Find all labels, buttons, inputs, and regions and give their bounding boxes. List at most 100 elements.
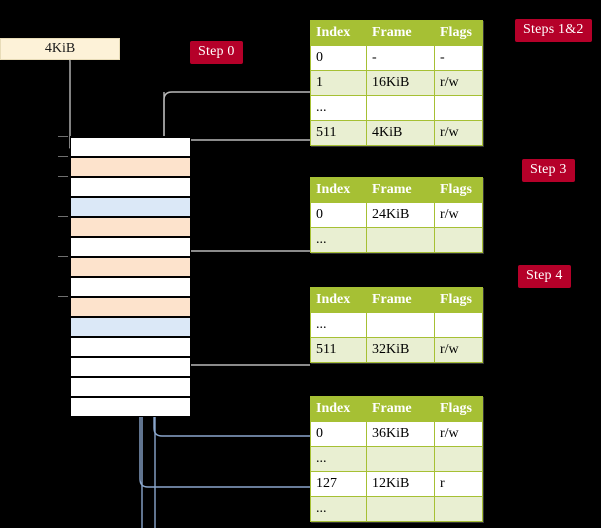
cell-flags: - bbox=[434, 45, 483, 71]
memory-row bbox=[71, 357, 190, 377]
table-row: ... bbox=[310, 312, 483, 338]
source-box-label: 4KiB bbox=[44, 41, 76, 56]
cell-frame bbox=[366, 227, 435, 253]
column-header-frame: Frame bbox=[366, 177, 435, 203]
column-header-frame: Frame bbox=[366, 20, 435, 46]
memory-row bbox=[71, 397, 190, 417]
memory-tick bbox=[58, 176, 68, 177]
cell-flags: r/w bbox=[434, 202, 483, 228]
cell-frame: 24KiB bbox=[366, 202, 435, 228]
memory-row bbox=[71, 237, 190, 257]
table-row: 0 36KiB r/w bbox=[310, 421, 483, 447]
memory-row bbox=[71, 277, 190, 297]
connector-4kib-to-memory bbox=[61, 53, 77, 152]
page-table-pdpt: Index Frame Flags 0 24KiB r/w ... bbox=[310, 177, 483, 253]
memory-tick bbox=[58, 216, 68, 217]
cell-index: ... bbox=[310, 496, 367, 522]
badge-step-3-label: Step 3 bbox=[530, 162, 567, 177]
table-header-row: Index Frame Flags bbox=[310, 177, 483, 203]
cell-flags bbox=[434, 312, 483, 338]
cell-frame bbox=[366, 95, 435, 121]
cell-frame: 4KiB bbox=[366, 120, 435, 146]
cell-frame: 32KiB bbox=[366, 337, 435, 363]
memory-row bbox=[71, 317, 190, 337]
badge-step-4: Step 4 bbox=[518, 265, 571, 288]
memory-tick bbox=[58, 256, 68, 257]
cell-index: ... bbox=[310, 446, 367, 472]
memory-row bbox=[71, 257, 190, 277]
table-header-row: Index Frame Flags bbox=[310, 396, 483, 422]
column-header-index: Index bbox=[310, 20, 367, 46]
cell-index: 1 bbox=[310, 70, 367, 96]
cell-flags bbox=[434, 446, 483, 472]
memory-tick bbox=[58, 156, 68, 157]
cell-frame: - bbox=[366, 45, 435, 71]
cell-frame bbox=[366, 496, 435, 522]
badge-step-0: Step 0 bbox=[190, 41, 243, 64]
memory-row bbox=[71, 177, 190, 197]
column-header-flags: Flags bbox=[434, 177, 483, 203]
cell-frame: 12KiB bbox=[366, 471, 435, 497]
memory-row bbox=[71, 197, 190, 217]
memory-row bbox=[71, 337, 190, 357]
cell-flags: r/w bbox=[434, 421, 483, 447]
table-row: ... bbox=[310, 446, 483, 472]
table-row: 0 - - bbox=[310, 45, 483, 71]
memory-row bbox=[71, 297, 190, 317]
cell-frame bbox=[366, 446, 435, 472]
cell-index: 511 bbox=[310, 337, 367, 363]
column-header-index: Index bbox=[310, 396, 367, 422]
memory-tick bbox=[58, 136, 68, 137]
memory-row bbox=[71, 137, 190, 157]
column-header-frame: Frame bbox=[366, 396, 435, 422]
cell-index: 0 bbox=[310, 202, 367, 228]
column-header-flags: Flags bbox=[434, 20, 483, 46]
column-header-index: Index bbox=[310, 177, 367, 203]
cell-frame bbox=[366, 312, 435, 338]
badge-step-4-label: Step 4 bbox=[526, 268, 563, 283]
source-box-4kib: 4KiB bbox=[0, 38, 120, 60]
memory-tick bbox=[58, 296, 68, 297]
cell-index: 511 bbox=[310, 120, 367, 146]
table-row: ... bbox=[310, 95, 483, 121]
cell-index: 0 bbox=[310, 421, 367, 447]
cell-index: 127 bbox=[310, 471, 367, 497]
badge-steps-1-2: Steps 1&2 bbox=[515, 19, 592, 42]
table-row: ... bbox=[310, 496, 483, 522]
cell-index: ... bbox=[310, 312, 367, 338]
memory-row bbox=[71, 217, 190, 237]
badge-step-0-label: Step 0 bbox=[198, 44, 235, 59]
badge-steps-1-2-label: Steps 1&2 bbox=[523, 22, 584, 37]
memory-row bbox=[71, 377, 190, 397]
cell-flags: r/w bbox=[434, 70, 483, 96]
table-row: 511 32KiB r/w bbox=[310, 337, 483, 363]
cell-flags: r bbox=[434, 471, 483, 497]
cell-flags: r/w bbox=[434, 337, 483, 363]
page-table-pml4: Index Frame Flags 0 - - 1 16KiB r/w ... bbox=[310, 20, 483, 146]
badge-step-3: Step 3 bbox=[522, 159, 575, 182]
table-row: ... bbox=[310, 227, 483, 253]
table-row: 1 16KiB r/w bbox=[310, 70, 483, 96]
memory-row bbox=[71, 157, 190, 177]
cell-frame: 36KiB bbox=[366, 421, 435, 447]
column-header-flags: Flags bbox=[434, 396, 483, 422]
cell-flags bbox=[434, 227, 483, 253]
page-table-pd: Index Frame Flags ... 511 32KiB r/w bbox=[310, 287, 483, 363]
table-row: 0 24KiB r/w bbox=[310, 202, 483, 228]
table-row-highlighted: 511 4KiB r/w bbox=[310, 120, 483, 146]
column-header-flags: Flags bbox=[434, 287, 483, 313]
table-header-row: Index Frame Flags bbox=[310, 287, 483, 313]
cell-frame: 16KiB bbox=[366, 70, 435, 96]
column-header-index: Index bbox=[310, 287, 367, 313]
cell-index: ... bbox=[310, 95, 367, 121]
cell-index: 0 bbox=[310, 45, 367, 71]
page-table-pt: Index Frame Flags 0 36KiB r/w ... 127 12… bbox=[310, 396, 483, 522]
cell-flags bbox=[434, 496, 483, 522]
cell-flags bbox=[434, 95, 483, 121]
memory-column bbox=[70, 136, 191, 417]
column-header-frame: Frame bbox=[366, 287, 435, 313]
cell-flags: r/w bbox=[434, 120, 483, 146]
table-header-row: Index Frame Flags bbox=[310, 20, 483, 46]
cell-index: ... bbox=[310, 227, 367, 253]
